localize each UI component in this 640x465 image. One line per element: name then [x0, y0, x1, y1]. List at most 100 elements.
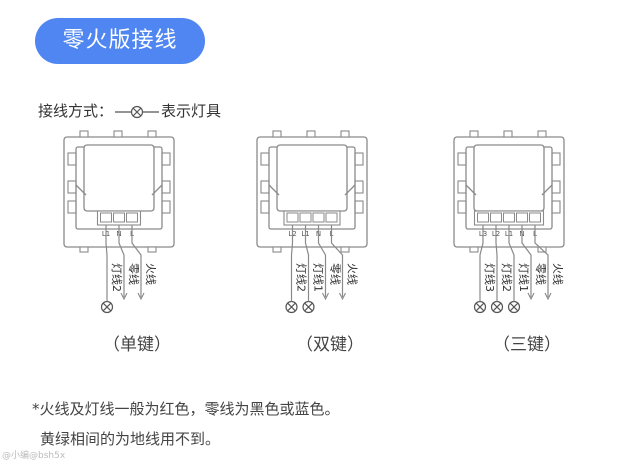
wire-label: 火线 — [346, 263, 360, 285]
side-clip — [354, 180, 364, 194]
side-clip — [67, 152, 77, 166]
wire-arrow-icon — [544, 292, 552, 301]
side-clip — [67, 180, 77, 194]
wire — [495, 225, 498, 297]
wire — [534, 225, 549, 297]
wire-label: 灯线1 — [517, 263, 531, 292]
terminal-screw — [299, 212, 312, 223]
wire — [105, 225, 108, 297]
terminal-screw — [529, 212, 541, 223]
lamp-cross — [287, 302, 296, 312]
side-clip — [457, 180, 467, 194]
side-clip — [161, 152, 171, 166]
side-clip — [354, 152, 364, 166]
section-title-badge: 零火版接线 — [35, 18, 205, 64]
plate-tab-top — [306, 130, 316, 138]
side-clip — [67, 200, 77, 214]
plate-tab-bottom — [147, 246, 157, 253]
legend-label: 接线方式： — [38, 102, 114, 120]
wire — [521, 225, 532, 297]
legend-meaning: 表示灯具 — [161, 102, 222, 120]
terminal-screw — [490, 212, 502, 223]
side-clip — [161, 180, 171, 194]
plate-tab-bottom — [79, 246, 89, 253]
terminal-screw — [516, 212, 528, 223]
lamp-cross — [304, 302, 313, 312]
plate-tab-top — [147, 130, 157, 138]
wire-arrow-icon — [137, 292, 145, 301]
caption-single-key: （单键） — [103, 335, 171, 355]
wire — [131, 225, 142, 297]
lamp-cross — [102, 302, 112, 312]
section-title: 零火版接线 — [62, 28, 178, 53]
terminal-screw — [100, 212, 112, 223]
side-clip — [260, 200, 270, 214]
side-clip — [260, 152, 270, 166]
wire-arrow-icon — [120, 292, 128, 301]
plate-tab-top — [113, 130, 123, 138]
side-clip — [551, 180, 561, 194]
wire-label: 火线 — [144, 263, 158, 285]
terminal-screw — [477, 212, 489, 223]
wire-label: 零线 — [534, 263, 548, 285]
body-bevel — [75, 184, 163, 196]
side-clip — [457, 200, 467, 214]
terminal-screw — [312, 212, 325, 223]
wire — [508, 225, 515, 297]
wire-label: 火线 — [551, 263, 565, 285]
plate-tab-top — [272, 130, 282, 138]
side-clip — [354, 200, 364, 214]
wire-label: 灯线2 — [110, 263, 124, 292]
wire-arrow-icon — [322, 292, 329, 301]
switch-module — [83, 144, 155, 212]
wire-label: 零线 — [329, 263, 343, 285]
terminal-screw — [113, 212, 125, 223]
side-clip — [161, 200, 171, 214]
watermark: @小编@bsh5x — [2, 451, 66, 461]
wire-label: 灯线1 — [312, 263, 326, 292]
terminal-screw — [325, 212, 338, 223]
plate-tab-bottom — [469, 246, 479, 253]
lamp-cross — [475, 302, 485, 312]
wire — [479, 225, 484, 297]
wire-label: 灯线3 — [483, 263, 497, 292]
plate-tab-bottom — [340, 246, 350, 253]
plate-tab-top — [79, 130, 89, 138]
lamp-cross — [509, 302, 519, 312]
wire — [304, 225, 310, 297]
terminal-screw — [286, 212, 299, 223]
wire-arrow-icon — [527, 292, 535, 301]
plate-tab-bottom — [272, 246, 282, 253]
wire — [330, 225, 344, 297]
side-clip — [551, 152, 561, 166]
terminal-screw — [126, 212, 138, 223]
note-wire-colors: *火线及灯线一般为红色，零线为黑色或蓝色。 — [32, 400, 340, 418]
switch-module — [473, 144, 545, 212]
side-clip — [457, 152, 467, 166]
wire-label: 灯线2 — [295, 263, 309, 292]
body-bevel — [268, 184, 356, 196]
wire — [317, 225, 327, 297]
wire-label: 零线 — [127, 263, 141, 285]
side-clip — [260, 180, 270, 194]
plate-tab-top — [537, 130, 547, 138]
wire — [118, 225, 125, 297]
caption-double-key: （双键） — [296, 335, 364, 355]
wire-arrow-icon — [339, 292, 346, 301]
side-clip — [551, 200, 561, 214]
wire-label: 灯线2 — [500, 263, 514, 292]
lamp-cross — [492, 302, 502, 312]
wire — [290, 225, 294, 297]
lamp-symbol-icon — [115, 105, 160, 118]
plate-tab-top — [340, 130, 350, 138]
plate-tab-top — [469, 130, 479, 138]
caption-triple-key: （三键） — [493, 335, 561, 355]
body-bevel — [465, 184, 553, 196]
plate-tab-top — [503, 130, 513, 138]
switch-module — [276, 144, 348, 212]
legend: 接线方式： 表示灯具 — [38, 100, 221, 121]
note-ground-wire: 黄绿相间的为地线用不到。 — [40, 430, 221, 448]
